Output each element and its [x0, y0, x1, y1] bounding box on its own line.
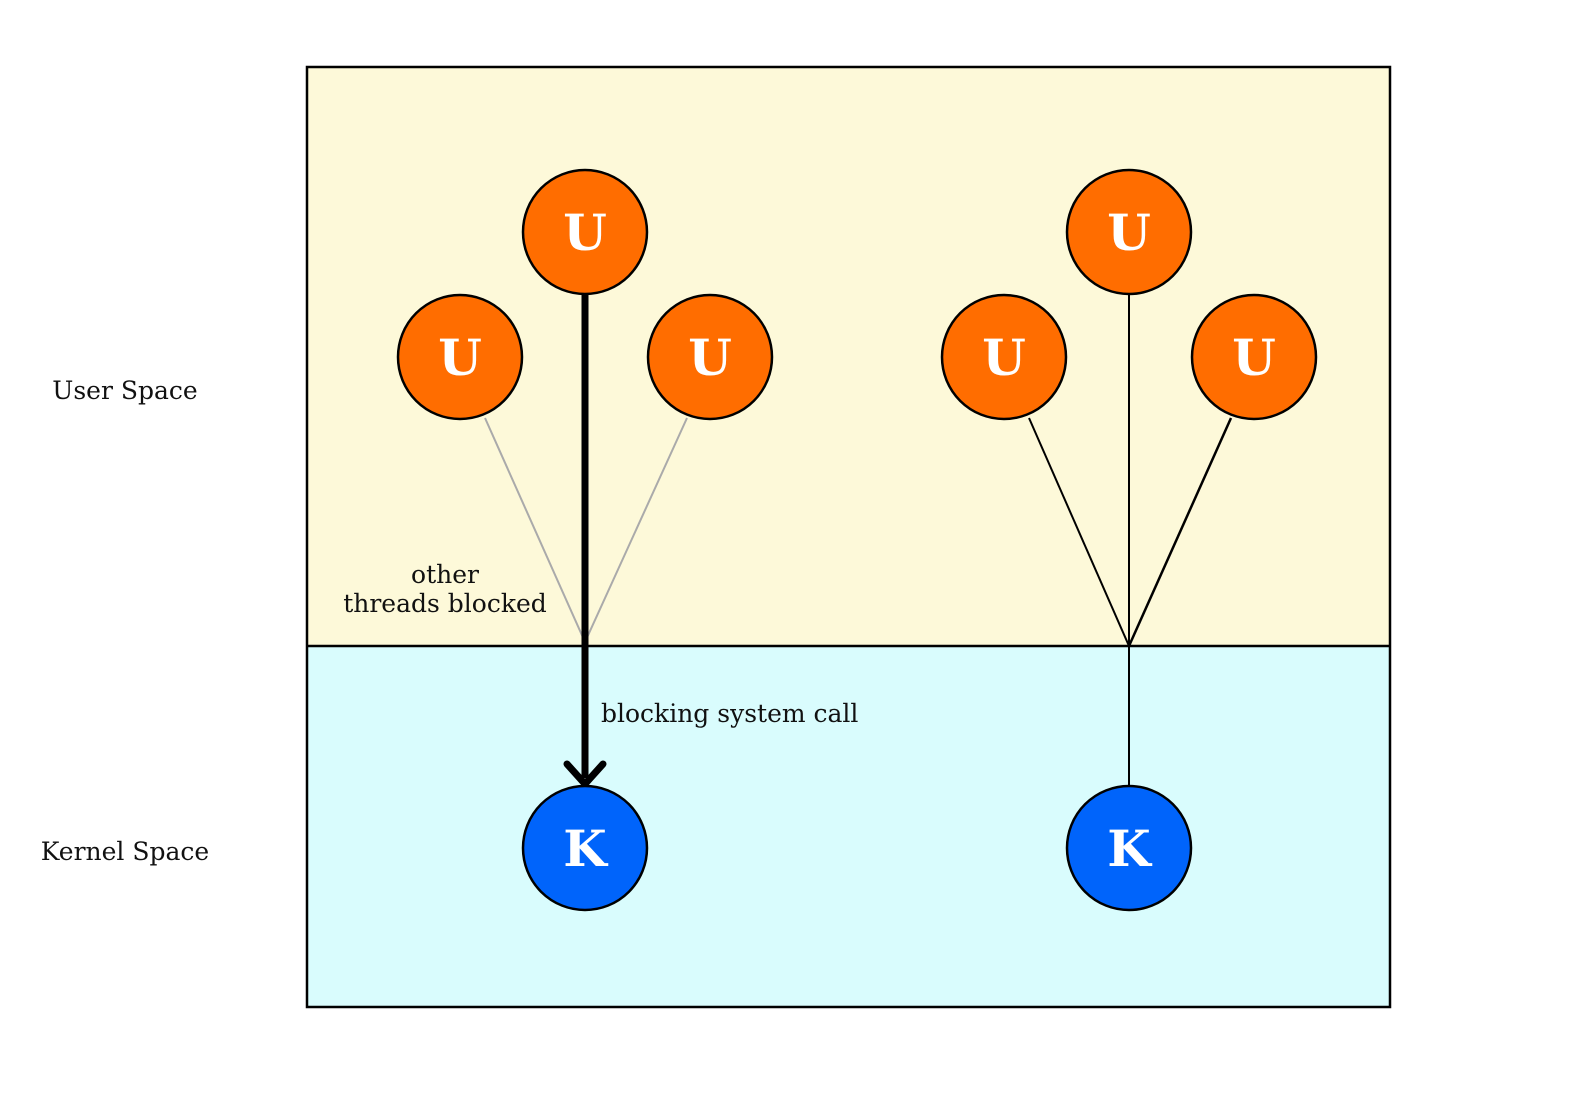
right-user-thread-right: U — [1190, 293, 1318, 421]
user-thread-letter: U — [563, 203, 607, 262]
left-model-connectors — [484, 294, 688, 788]
left-user-thread-top: U — [521, 168, 649, 296]
left-kernel-thread: K — [521, 784, 649, 912]
right-user-thread-top: U — [1065, 168, 1193, 296]
connector-right — [1127, 417, 1233, 647]
user-thread-letter: U — [688, 328, 732, 387]
connector-left — [1028, 417, 1130, 647]
user-space-label: User Space — [52, 376, 197, 405]
kernel-thread-letter: K — [1107, 819, 1152, 878]
blocked-connector-left — [484, 417, 586, 643]
user-thread-letter: U — [982, 328, 1026, 387]
kernel-thread-letter: K — [563, 819, 608, 878]
kernel-space-region — [307, 646, 1390, 1007]
diagram-border — [305, 65, 1392, 1009]
blocked-note-line2: threads blocked — [343, 589, 547, 618]
blocked-connector-right — [584, 417, 688, 643]
blocking-syscall-label: blocking system call — [601, 699, 858, 728]
user-thread-letter: U — [1232, 328, 1276, 387]
arrow-head-icon — [563, 760, 607, 788]
right-kernel-thread: K — [1065, 784, 1193, 912]
left-user-thread-left: U — [396, 293, 524, 421]
right-model-connectors — [1028, 294, 1233, 786]
left-user-thread-right: U — [646, 293, 774, 421]
blocked-note-line1: other — [411, 560, 479, 589]
right-user-thread-left: U — [940, 293, 1068, 421]
user-thread-letter: U — [438, 328, 482, 387]
kernel-space-label: Kernel Space — [41, 837, 209, 866]
user-thread-letter: U — [1107, 203, 1151, 262]
